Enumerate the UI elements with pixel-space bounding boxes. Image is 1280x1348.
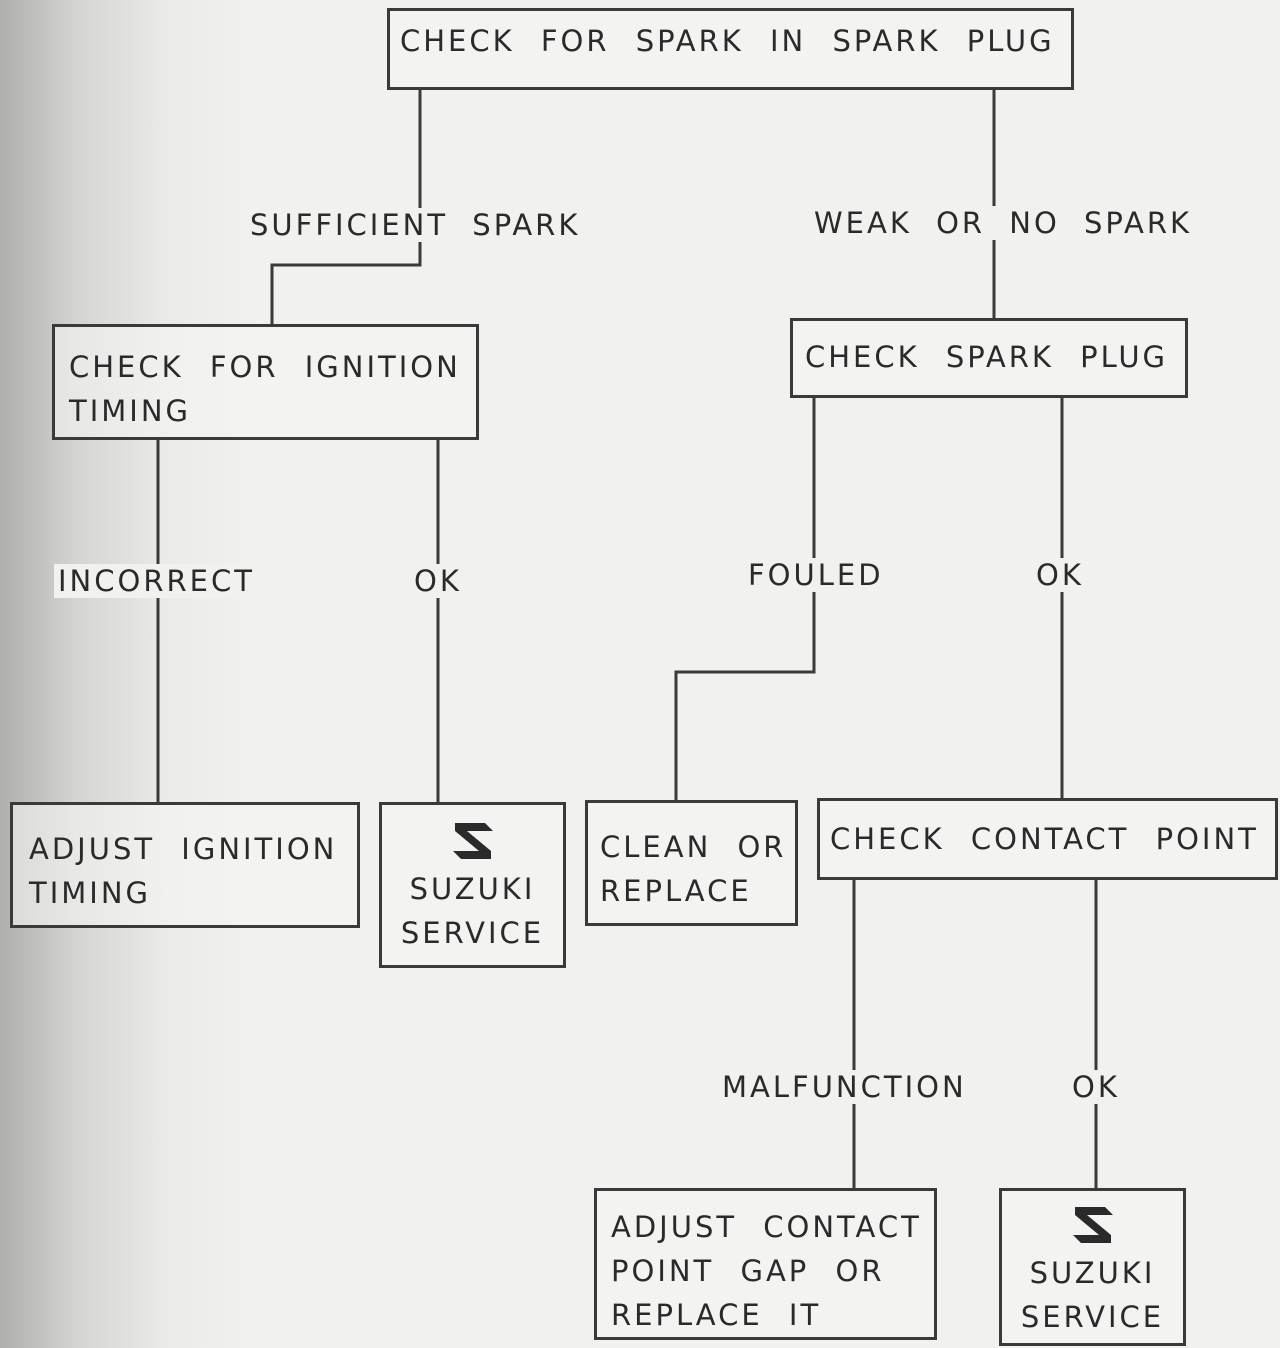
box-adjust-contact-point-text: ADJUST CONTACT POINT GAP OR REPLACE IT (611, 1210, 922, 1332)
box-check-spark-plug-text: CHECK SPARK PLUG (805, 340, 1169, 374)
service-2-text: SUZUKI SERVICE (1020, 1256, 1165, 1334)
label-fouled: FOULED (744, 558, 888, 592)
box-check-contact-point-text: CHECK CONTACT POINT (830, 822, 1259, 856)
box-adjust-contact-point: ADJUST CONTACT POINT GAP OR REPLACE IT (594, 1188, 937, 1340)
box-check-spark-text: CHECK FOR SPARK IN SPARK PLUG (400, 24, 1055, 58)
suzuki-logo-icon (1072, 1207, 1113, 1243)
box-suzuki-service-2: SUZUKI SERVICE (999, 1188, 1186, 1346)
label-ok-ignition: OK (410, 564, 466, 598)
box-check-spark-plug: CHECK SPARK PLUG (790, 318, 1188, 398)
box-suzuki-service-1: SUZUKI SERVICE (379, 802, 566, 968)
box-clean-or-replace-text: CLEAN OR REPLACE (600, 830, 787, 908)
box-adjust-ignition-timing-text: ADJUST IGNITION TIMING (29, 832, 338, 910)
label-ok-plug: OK (1032, 558, 1088, 592)
box-adjust-ignition-timing: ADJUST IGNITION TIMING (10, 802, 360, 928)
label-incorrect: INCORRECT (54, 564, 259, 598)
label-ok-contact: OK (1068, 1070, 1124, 1104)
suzuki-logo-icon (452, 823, 493, 859)
box-check-ignition-timing-text: CHECK FOR IGNITION TIMING (69, 350, 461, 428)
label-malfunction: MALFUNCTION (718, 1070, 971, 1104)
label-weak-or-no-spark: WEAK OR NO SPARK (810, 206, 1197, 240)
label-sufficient-spark: SUFFICIENT SPARK (246, 208, 585, 242)
box-clean-or-replace: CLEAN OR REPLACE (585, 800, 798, 926)
box-check-spark: CHECK FOR SPARK IN SPARK PLUG (387, 8, 1074, 90)
box-check-ignition-timing: CHECK FOR IGNITION TIMING (52, 324, 479, 440)
connector-root-left (270, 88, 422, 326)
service-1-text: SUZUKI SERVICE (400, 872, 545, 950)
connector-plug-fouled (674, 396, 816, 802)
box-check-contact-point: CHECK CONTACT POINT (817, 798, 1278, 880)
